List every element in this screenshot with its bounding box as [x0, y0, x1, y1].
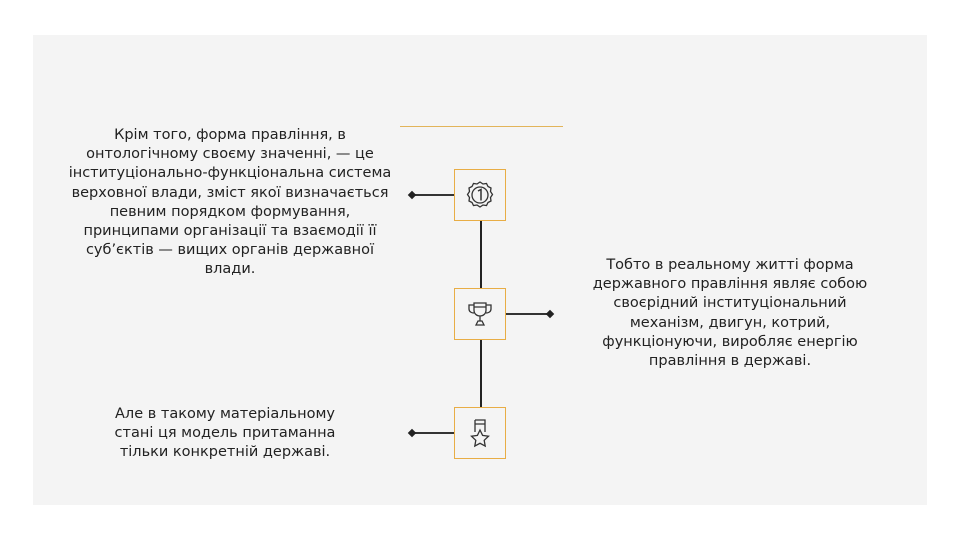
connector-line: [412, 194, 454, 196]
timeline-connector: [480, 340, 482, 407]
ribbon-star-badge-icon: [470, 419, 490, 448]
milestone-text-2: Тобто в реальному житті форма державного…: [592, 257, 868, 370]
timeline-connector: [480, 221, 482, 288]
milestone-text-1: Крім того, форма правління, в онтологічн…: [68, 127, 392, 278]
milestone-box-1: [454, 169, 506, 221]
milestone-text-3: Але в такому матеріальному стані ця моде…: [114, 406, 336, 461]
connector-line: [412, 432, 454, 434]
accent-divider: [400, 126, 563, 127]
milestone-box-3: [454, 407, 506, 459]
medal-number-one-icon: [466, 181, 494, 208]
milestone-box-2: [454, 288, 506, 340]
connector-line: [506, 313, 550, 315]
trophy-icon: [468, 302, 492, 326]
